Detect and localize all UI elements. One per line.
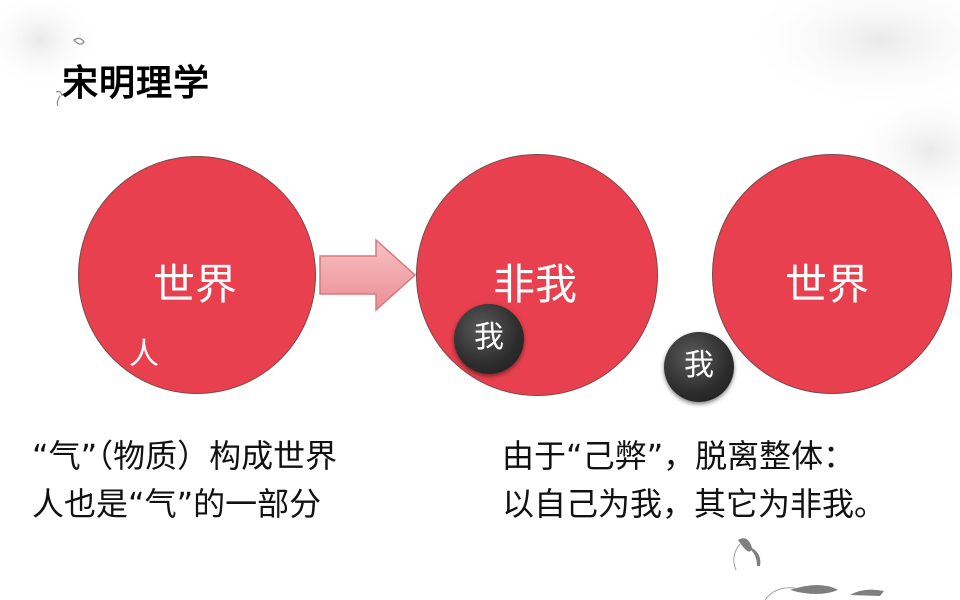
caption-left-line-2: 人也是“气”的一部分 <box>32 485 322 523</box>
world-circle-left: 世界 人 <box>78 156 316 394</box>
caption-right: 由于“己弊”，脱离整体： 以自己为我，其它为非我。 <box>502 432 886 528</box>
self-badge-inside: 我 <box>454 304 524 374</box>
person-label: 人 <box>129 337 159 372</box>
world-label-right: 世界 <box>785 260 870 309</box>
caption-left: “气”（物质）构成世界 人也是“气”的一部分 <box>32 432 337 528</box>
caption-right-line-2: 以自己为我，其它为非我。 <box>502 485 887 523</box>
world-label: 世界 <box>153 260 238 309</box>
world-circle-right: 世界 <box>712 154 952 394</box>
right-arrow-icon <box>319 238 417 312</box>
non-self-label: 非我 <box>493 260 578 309</box>
self-badge-outside: 我 <box>664 332 734 402</box>
non-self-circle: 非我 <box>416 154 658 396</box>
page-title: 宋明理学 <box>62 63 211 104</box>
caption-right-line-1: 由于“己弊”，脱离整体： <box>502 437 856 475</box>
caption-left-line-1: “气”（物质）构成世界 <box>32 437 338 475</box>
